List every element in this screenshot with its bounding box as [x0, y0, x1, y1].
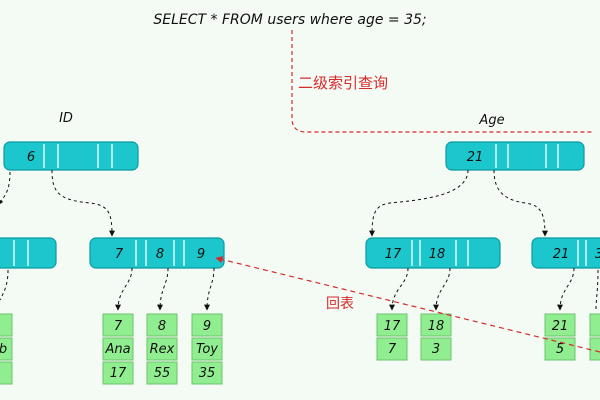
- arrow-right-to-leaf-2: [157, 267, 169, 311]
- leaf-age: 35: [199, 366, 216, 381]
- leaf-id: 5: [556, 342, 564, 357]
- primary-right-node: 7 8 9: [89, 237, 225, 269]
- secondary-leaf-4-partial: [589, 313, 600, 361]
- arrow-sec-root-to-left: [369, 169, 469, 237]
- arrow-sec-right-to-leaf-2: [595, 269, 599, 311]
- secondary-right-key-1: 21: [553, 247, 570, 262]
- leaf-age: 17: [384, 319, 401, 334]
- leaf-name: Rex: [150, 342, 175, 357]
- secondary-leaf-1: 17 7: [376, 313, 408, 361]
- secondary-right-node: 21 3: [531, 237, 600, 269]
- arrow-root-to-left: [0, 171, 11, 206]
- arrow-right-to-leaf-1: [115, 267, 133, 311]
- leaf-id: 7: [388, 342, 397, 357]
- primary-index-label: ID: [59, 111, 73, 126]
- primary-left-leaf: b: [0, 313, 13, 385]
- sql-query: SELECT * FROM users where age = 35;: [153, 12, 426, 28]
- arrow-sec-left-to-leaf-1: [389, 267, 409, 311]
- primary-root-key: 6: [27, 150, 35, 165]
- leaf-id: 7: [114, 319, 123, 334]
- primary-leaf-2: 8 Rex 55: [146, 313, 178, 385]
- leaf-id: 8: [158, 319, 166, 334]
- leaf-age: 55: [154, 366, 171, 381]
- secondary-lookup-path: [291, 30, 594, 133]
- secondary-leaf-3: 21 5: [544, 313, 576, 361]
- leaf-name: Ana: [104, 342, 130, 357]
- leaf-age: 17: [110, 366, 127, 381]
- arrow-right-to-leaf-3: [204, 267, 215, 311]
- leaf-age: 21: [552, 319, 569, 334]
- secondary-index-label: Age: [478, 113, 504, 128]
- arrow-root-to-right: [51, 169, 115, 237]
- arrow-sec-root-to-right: [493, 169, 548, 237]
- primary-left-node: [0, 237, 57, 269]
- secondary-left-node: 17 18: [365, 237, 501, 269]
- primary-right-key-3: 9: [197, 247, 205, 262]
- secondary-root-node: 21: [445, 141, 585, 171]
- secondary-leaf-2: 18 3: [420, 313, 452, 361]
- arrow-left-to-leaf: [0, 269, 9, 301]
- leaf-id: 3: [432, 342, 440, 357]
- secondary-left-key-1: 17: [385, 247, 402, 262]
- primary-left-leaf-value: b: [0, 342, 7, 357]
- secondary-lookup-label: 二级索引查询: [298, 74, 388, 92]
- leaf-age: 18: [428, 319, 445, 334]
- arrow-sec-right-to-leaf-1: [557, 267, 575, 311]
- arrow-sec-left-to-leaf-2: [433, 267, 451, 311]
- primary-right-key-2: 8: [156, 247, 164, 262]
- leaf-name: Toy: [196, 342, 218, 357]
- leaf-id: 9: [203, 319, 211, 334]
- primary-root-node: 6: [3, 141, 139, 171]
- secondary-left-key-2: 18: [429, 247, 446, 262]
- secondary-root-key: 21: [467, 150, 484, 165]
- primary-leaf-3: 9 Toy 35: [191, 313, 223, 385]
- primary-right-key-1: 7: [115, 247, 124, 262]
- lookup-back-arrow: [215, 256, 600, 353]
- lookup-back-label: 回表: [326, 296, 354, 312]
- secondary-right-key-2: 3: [595, 247, 600, 262]
- primary-leaf-1: 7 Ana 17: [102, 313, 134, 385]
